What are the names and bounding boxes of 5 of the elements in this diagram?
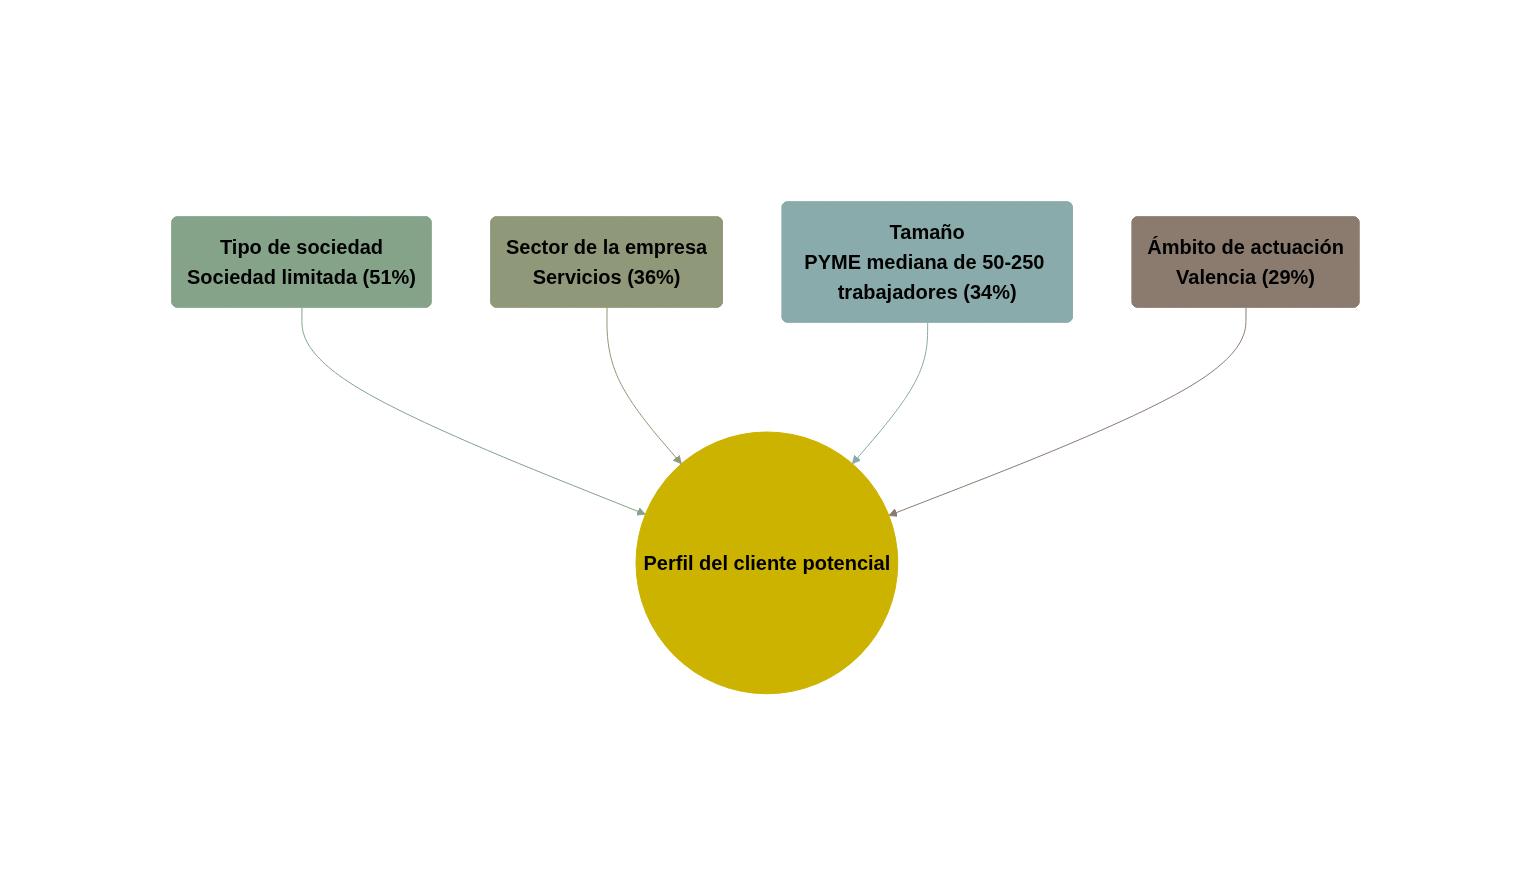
arrow [852,322,929,465]
arrow [606,307,682,465]
node-circle: Perfil del cliente potencial [635,431,899,695]
arrow [888,307,1247,517]
arrow [301,307,646,516]
